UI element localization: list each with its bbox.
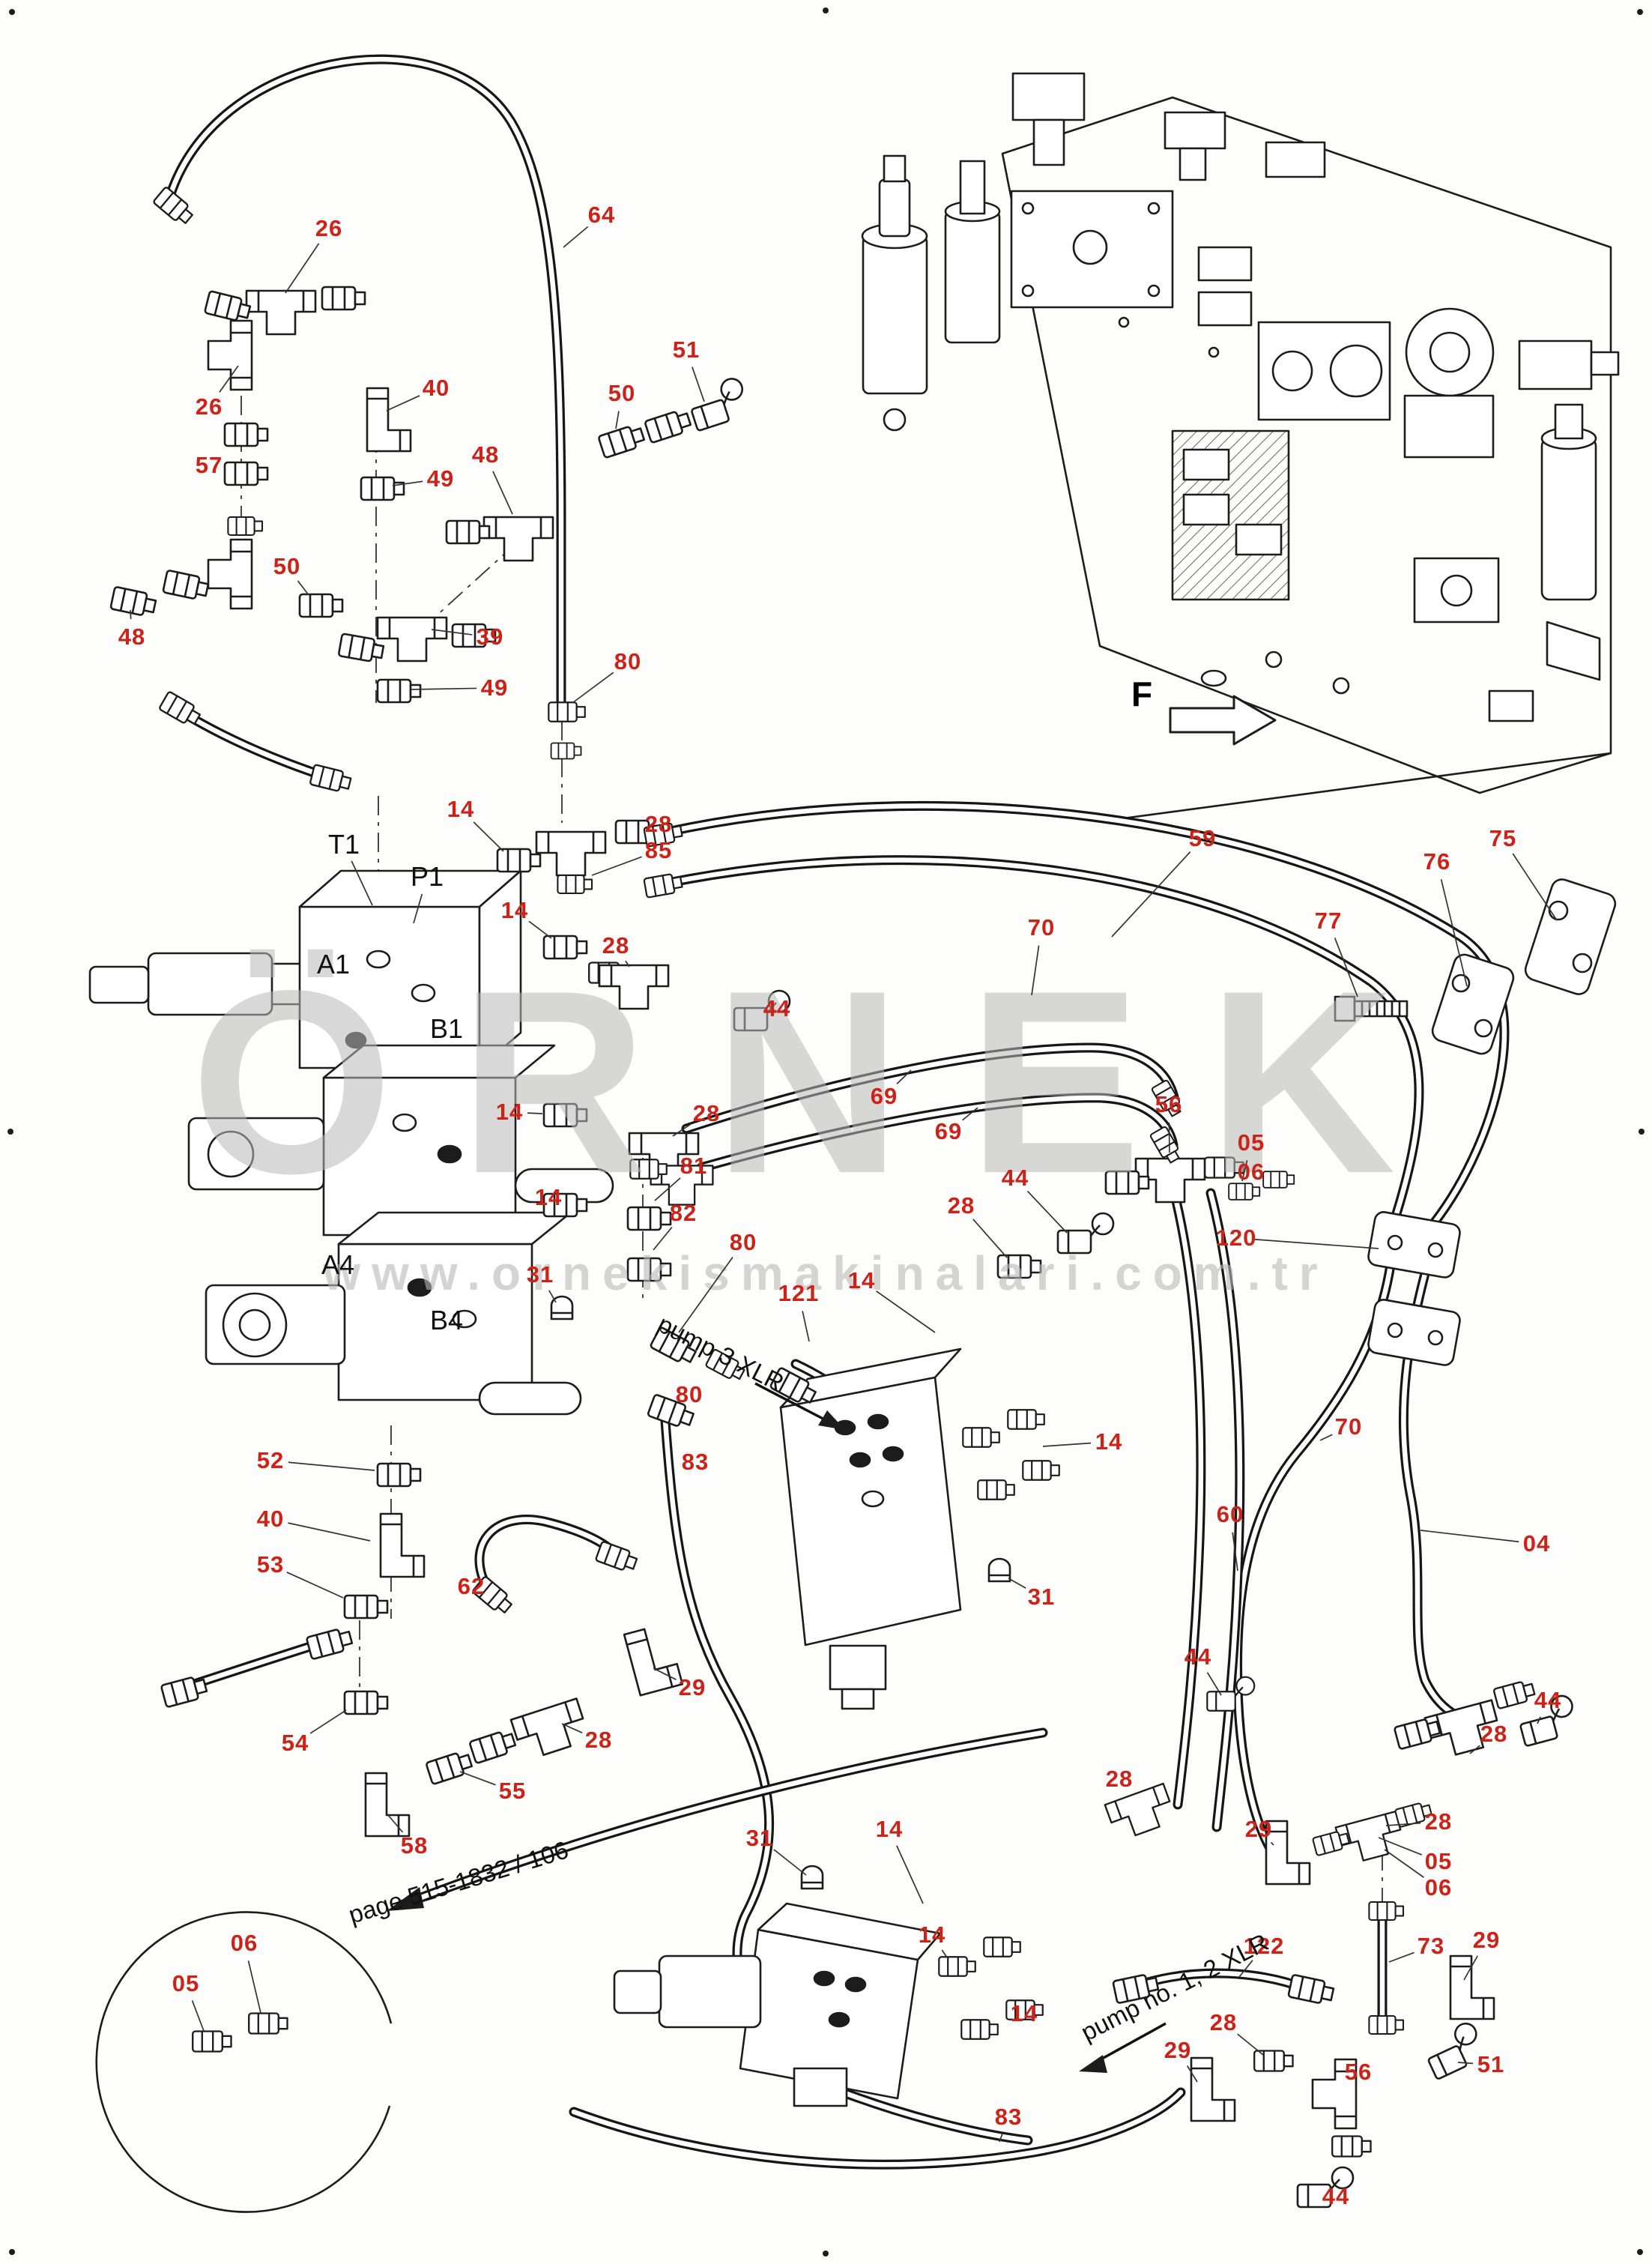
annotation-arrows [387, 1382, 1167, 2073]
hose-clamps [1367, 1211, 1461, 1366]
corner-marks [7, 7, 1645, 2257]
assembly-overview [861, 72, 1620, 821]
pump3-valve-block [779, 1347, 962, 1710]
flow-arrow-f [1169, 695, 1277, 746]
main-valve-block [88, 869, 614, 1416]
mounting-brackets [1334, 878, 1617, 1055]
pump12-valve-block [613, 1902, 942, 2107]
direction-marker-f: F [1131, 674, 1153, 713]
bottom-left-detail-circle [95, 1911, 393, 2213]
